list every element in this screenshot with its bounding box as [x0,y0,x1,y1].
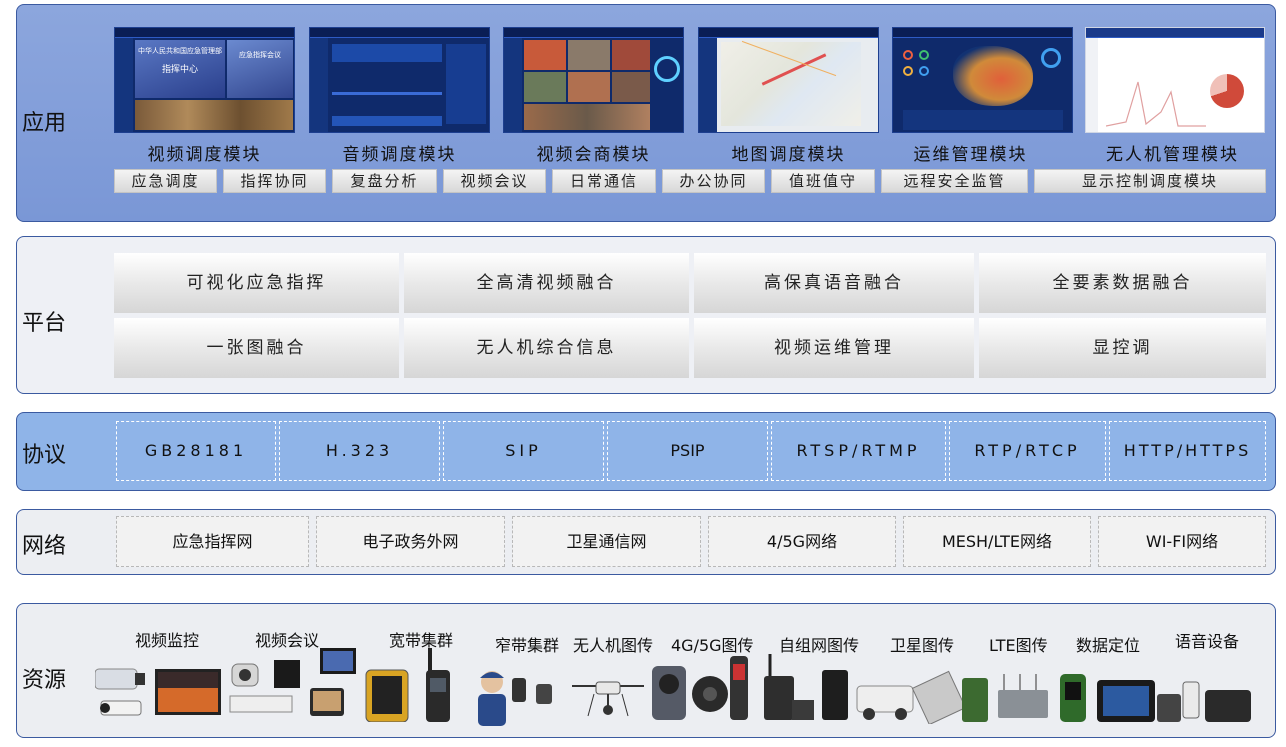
voice-equipment-icon [1097,680,1251,722]
protocol-http-https: HTTP/HTTPS [1109,421,1266,481]
video-dispatch-screenshot: 中华人民共和国应急管理部 指挥中心 应急指挥会议 [114,27,295,133]
resource-4g5g-transmission: 4G/5G图传 [671,636,754,655]
thumb-caption-1: 中华人民共和国应急管理部 [138,47,222,55]
thumb-caption-2: 指挥中心 [161,65,198,75]
video-conference-equipment-icon [229,648,356,716]
function-display-control: 显示控制调度模块 [1034,169,1266,193]
network-emergency-command: 应急指挥网 [116,516,309,567]
protocol-rtp-rtcp: RTP/RTCP [949,421,1106,481]
module-caption-operations: 运维管理模块 [913,145,1028,165]
protocol-layer-label: 协议 [22,443,67,468]
4g5g-transmission-icon [652,656,748,720]
function-office-collab: 办公协同 [662,169,765,193]
operations-screenshot [892,27,1073,133]
resource-data-positioning: 数据定位 [1076,636,1141,655]
module-caption-audio: 音频调度模块 [342,145,457,165]
protocol-layer [16,412,1276,491]
module-caption-video: 视频调度模块 [147,145,262,165]
function-video-meeting: 视频会议 [443,169,546,193]
platform-display-control: 显控调 [979,318,1266,378]
resource-broadband-trunking: 宽带集群 [389,631,454,650]
resource-video-conference: 视频会议 [255,631,320,650]
platform-video-ops: 视频运维管理 [694,318,974,378]
resource-narrowband-trunking: 窄带集群 [495,636,560,655]
platform-voice-fusion: 高保真语音融合 [694,253,974,313]
resource-satellite-transmission: 卫星图传 [890,636,955,655]
broadband-trunking-terminal-icon [365,648,450,722]
surveillance-camera-icon [95,668,221,716]
uav-management-screenshot [1085,27,1265,133]
resource-uav-transmission: 无人机图传 [573,636,654,655]
platform-one-map: 一张图融合 [114,318,399,378]
function-emergency-dispatch: 应急调度 [114,169,217,193]
video-consult-screenshot [503,27,684,133]
function-daily-comms: 日常通信 [552,169,656,193]
function-duty-watch: 值班值守 [771,169,875,193]
network-wifi: WI-FI网络 [1098,516,1266,567]
data-positioning-device-icon [1060,674,1086,722]
narrowband-trunking-icon [478,671,552,726]
network-4g5g: 4/5G网络 [708,516,896,567]
resource-adhoc-transmission: 自组网图传 [779,636,860,655]
network-satellite: 卫星通信网 [512,516,701,567]
uav-drone-icon [572,681,644,717]
uav-chart-graphic [1106,81,1206,127]
network-layer-label: 网络 [22,534,67,559]
protocol-sip: SIP [443,421,604,481]
network-mesh-lte: MESH/LTE网络 [903,516,1091,567]
satellite-transmission-icon [856,670,965,724]
module-caption-map: 地图调度模块 [731,145,846,165]
resource-lte-transmission: LTE图传 [989,636,1048,655]
thumb-caption-3: 应急指挥会议 [239,51,281,59]
platform-visual-command: 可视化应急指挥 [114,253,399,313]
platform-uav-info: 无人机综合信息 [404,318,689,378]
map-dispatch-screenshot [698,27,879,133]
function-command-coordination: 指挥协同 [223,169,326,193]
platform-hd-video-fusion: 全高清视频融合 [404,253,689,313]
resource-layer-label: 资源 [22,668,67,693]
platform-layer-label: 平台 [22,311,67,336]
protocol-h323: H.323 [279,421,440,481]
protocol-psip: PSIP [607,421,768,481]
lte-transmission-icon [962,674,1048,722]
protocol-rtsp-rtmp: RTSP/RTMP [771,421,946,481]
application-layer-label: 应用 [22,111,67,136]
adhoc-network-transmission-icon [764,654,848,720]
resource-voice-device: 语音设备 [1175,632,1240,651]
audio-dispatch-screenshot [309,27,490,133]
module-caption-consult: 视频会商模块 [536,145,651,165]
network-e-government: 电子政务外网 [316,516,505,567]
module-caption-uav: 无人机管理模块 [1106,145,1239,165]
platform-data-fusion: 全要素数据融合 [979,253,1266,313]
function-review-analysis: 复盘分析 [332,169,437,193]
resource-video-surveillance: 视频监控 [135,631,200,650]
protocol-gb28181: GB28181 [116,421,276,481]
function-remote-safety: 远程安全监管 [881,169,1028,193]
